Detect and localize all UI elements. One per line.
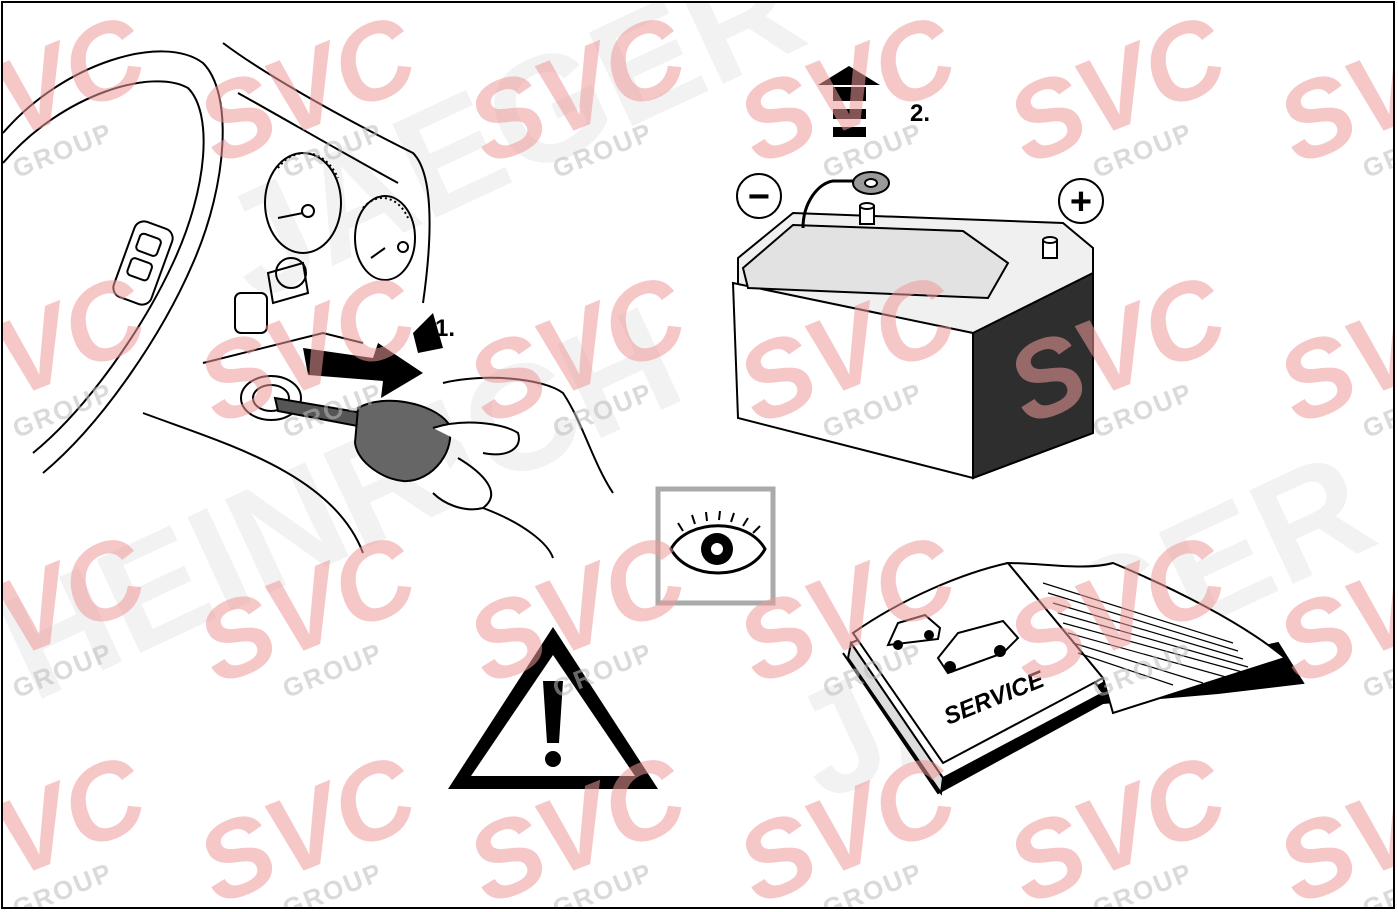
diagram-canvas: JAEGER HEINRICH JAEGER	[3, 3, 1395, 909]
svc-watermark-brand: SVC	[991, 731, 1244, 909]
battery-positive-icon: +	[1059, 179, 1103, 223]
positive-symbol: +	[1070, 181, 1092, 223]
svc-watermark-brand: SVC	[181, 731, 434, 909]
svc-watermark-brand: SVC	[1261, 731, 1395, 909]
